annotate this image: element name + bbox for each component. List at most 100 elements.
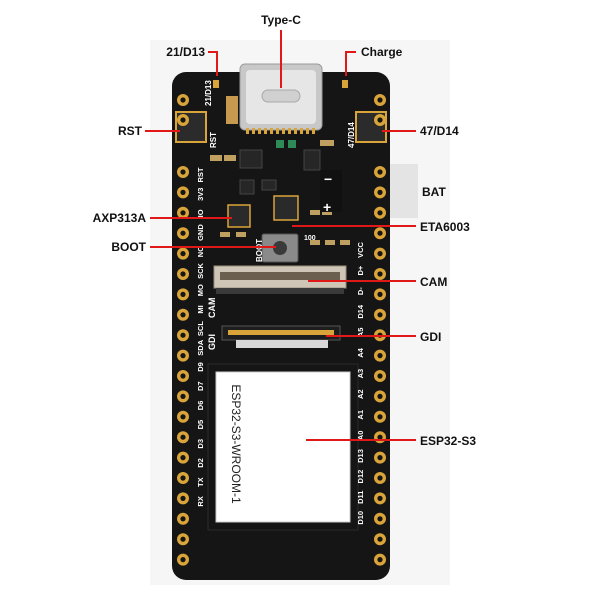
- d47-button: [355, 111, 387, 143]
- left-pin-label: NC: [196, 246, 205, 257]
- pin-hole: [180, 271, 186, 277]
- left-pin-label: D3: [196, 439, 205, 449]
- pin-hole: [180, 251, 186, 257]
- smd-components: [210, 140, 350, 245]
- right-pin-label: D10: [356, 511, 365, 525]
- silk-47-d14: 47/D14: [347, 122, 356, 148]
- pin-hole: [377, 291, 383, 297]
- esp32-module: [207, 363, 359, 531]
- callout-cam: CAM: [420, 275, 447, 289]
- left-pin-label: GND: [196, 224, 205, 241]
- left-pin-label: D7: [196, 381, 205, 391]
- callout-axp313a: AXP313A: [93, 211, 147, 225]
- pin-hole: [180, 455, 186, 461]
- component-inductor: [226, 96, 238, 124]
- callout-21-d13: 21/D13: [166, 45, 205, 59]
- left-pin-label: SCL: [196, 321, 205, 336]
- left-pin-label: RX: [196, 496, 205, 506]
- silk-21-d13: 21/D13: [204, 80, 213, 106]
- pin-hole: [180, 312, 186, 318]
- right-pin-label: D12: [356, 470, 365, 484]
- pin-hole: [180, 291, 186, 297]
- pin-hole: [377, 393, 383, 399]
- pin-hole: [377, 230, 383, 236]
- led-charge: [342, 80, 348, 88]
- bat-plus-mark: +: [323, 199, 331, 215]
- callout-type-c: Type-C: [261, 13, 301, 27]
- left-pin-label: RST: [196, 167, 205, 182]
- right-pin-label: A5: [356, 328, 365, 338]
- right-pin-label: D14: [356, 304, 365, 319]
- pin-hole: [180, 373, 186, 379]
- bat-minus-mark: −: [324, 171, 332, 187]
- pin-hole: [180, 210, 186, 216]
- right-pin-label: D13: [356, 449, 365, 463]
- pin-hole: [377, 312, 383, 318]
- callout-gdi: GDI: [420, 330, 441, 344]
- pin-hole: [180, 189, 186, 195]
- pin-hole: [180, 332, 186, 338]
- right-pin-label: A2: [356, 389, 365, 399]
- pin-hole: [180, 495, 186, 501]
- silk-cam: CAM: [207, 298, 217, 319]
- left-pin-label: MO: [196, 284, 205, 296]
- pin-hole: [180, 97, 186, 103]
- left-pin-label: D9: [196, 362, 205, 372]
- left-pin-label: TX: [196, 477, 205, 487]
- callout-lines: [145, 30, 416, 441]
- axp313a-chip: [227, 204, 251, 228]
- chip-100-label: 100: [304, 235, 316, 242]
- pin-hole: [377, 117, 383, 123]
- right-pin-label: D-: [356, 287, 365, 295]
- pin-hole: [180, 230, 186, 236]
- pin-hole: [377, 414, 383, 420]
- left-pin-label: SDA: [196, 339, 205, 355]
- pin-hole: [377, 210, 383, 216]
- right-pin-label: VCC: [356, 242, 365, 258]
- right-pin-label: A4: [356, 347, 365, 357]
- left-pin-label: D6: [196, 401, 205, 411]
- pin-hole: [377, 516, 383, 522]
- left-pin-label: MI: [196, 305, 205, 313]
- pin-hole: [180, 434, 186, 440]
- left-pin-label: IO: [196, 209, 205, 217]
- esp32-module-name: ESP32-S3-WROOM-1: [229, 384, 243, 504]
- callout-charge: Charge: [361, 45, 403, 59]
- pin-hole: [180, 414, 186, 420]
- pin-hole: [377, 557, 383, 563]
- callout-rst: RST: [118, 124, 143, 138]
- led-21-d13: [213, 80, 219, 88]
- silk-gdi: GDI: [207, 334, 217, 350]
- callout-eta6003: ETA6003: [420, 220, 470, 234]
- pin-hole: [377, 97, 383, 103]
- pin-hole: [377, 455, 383, 461]
- pin-hole: [377, 475, 383, 481]
- left-pin-label: D2: [196, 458, 205, 468]
- pin-hole: [377, 495, 383, 501]
- left-pin-label: D5: [196, 420, 205, 430]
- callout-47-d14: 47/D14: [420, 124, 459, 138]
- eta6003-chip: [273, 195, 299, 221]
- pin-hole: [180, 169, 186, 175]
- right-pin-label: A1: [356, 410, 365, 420]
- pin-hole: [377, 169, 383, 175]
- boot-button: [261, 233, 299, 263]
- pin-hole: [180, 475, 186, 481]
- usb-type-c-connector: [239, 63, 323, 134]
- pin-hole: [180, 353, 186, 359]
- cam-connector: [213, 265, 347, 294]
- pin-hole: [377, 373, 383, 379]
- right-pin-label: A0: [356, 431, 365, 441]
- left-pin-label: SCK: [196, 263, 205, 279]
- pin-hole: [180, 516, 186, 522]
- right-pin-label: A3: [356, 369, 365, 379]
- pin-hole: [377, 251, 383, 257]
- callout-boot: BOOT: [111, 240, 146, 254]
- left-pin-label: 3V3: [196, 188, 205, 201]
- silk-rst: RST: [209, 132, 218, 148]
- pin-hole: [180, 557, 186, 563]
- pin-hole: [377, 271, 383, 277]
